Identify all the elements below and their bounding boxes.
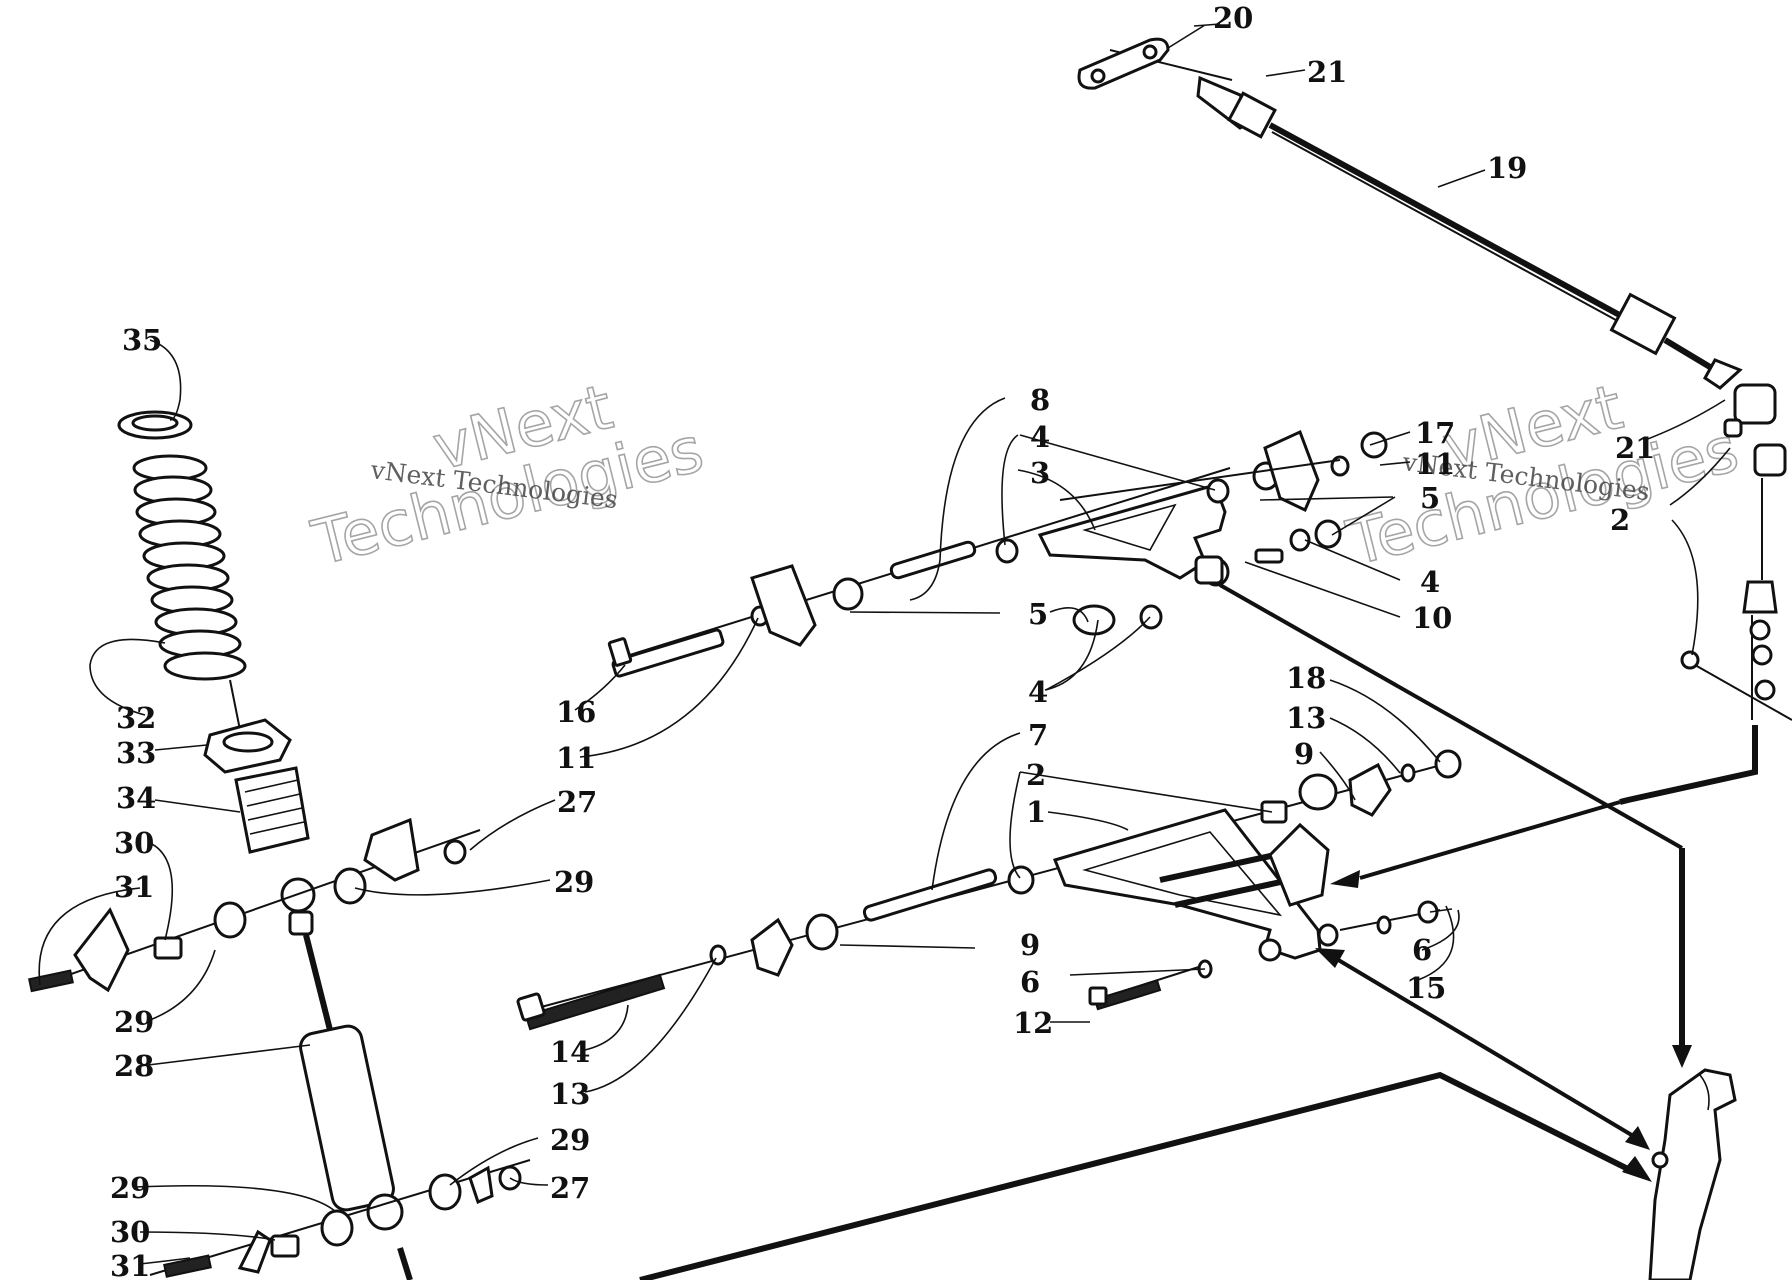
reference-arrows [397,583,1758,1280]
callout-21-top: 21 [1307,55,1347,89]
callout-4-mid: 4 [1420,565,1440,599]
watermark-left: vNext Technologies vNext Technologies [304,369,711,580]
coil-spring [132,454,247,681]
callout-10: 10 [1412,601,1452,635]
callout-9-lower: 9 [1020,928,1040,962]
callout-29-left: 29 [114,1005,154,1039]
callout-6-lower: 6 [1020,965,1040,999]
callout-19: 19 [1487,151,1527,185]
callout-29-bottom-right: 29 [550,1123,590,1157]
callout-30-top: 30 [114,826,154,860]
callout-32: 32 [116,701,156,735]
callout-34: 34 [116,781,156,815]
callout-labels: 20 21 19 21 2 35 8 4 3 17 11 5 4 10 5 4 … [110,1,1655,1280]
callout-3: 3 [1030,456,1050,490]
callout-8: 8 [1030,383,1050,417]
callout-13-lower: 13 [550,1077,590,1111]
callout-20: 20 [1213,1,1253,35]
callout-14: 14 [550,1035,590,1069]
leader-lines [38,339,1460,1265]
callout-21-right: 21 [1615,431,1655,465]
callout-16: 16 [556,695,596,729]
callout-28: 28 [114,1049,154,1083]
callout-9-top: 9 [1294,737,1314,771]
callout-12: 12 [1013,1006,1053,1040]
callout-31-bottom: 31 [110,1249,150,1280]
callout-4-lower: 4 [1028,675,1048,709]
callout-4-top: 4 [1030,420,1050,454]
callout-11-top: 11 [1415,447,1455,481]
callout-2-right: 2 [1610,503,1630,537]
callout-2-lower: 2 [1026,758,1046,792]
callout-15: 15 [1406,971,1446,1005]
callout-6-right: 6 [1412,933,1432,967]
callout-5-top: 5 [1420,481,1440,515]
callout-29-right: 29 [554,865,594,899]
callout-30-bottom: 30 [110,1215,150,1249]
callout-35: 35 [122,323,162,357]
callout-31-top: 31 [114,870,154,904]
callout-27-bottom: 27 [550,1171,590,1205]
callout-13-top: 13 [1286,701,1326,735]
shock-spring-assembly [117,410,404,1231]
lower-a-arm-assembly [516,749,1462,1031]
callout-5-mid: 5 [1028,597,1048,631]
upper-shock-mount-hardware [28,817,481,993]
lower-shock-mount-hardware [149,1159,531,1278]
tie-rod-assembly [1077,23,1792,721]
callout-18: 18 [1286,661,1326,695]
callout-33: 33 [116,736,156,770]
callout-7: 7 [1028,718,1048,752]
callout-27-top: 27 [557,785,597,819]
callout-11-lower: 11 [556,741,596,775]
callout-1: 1 [1026,795,1046,829]
upper-a-arm-assembly [607,429,1388,678]
watermark-right: vNext Technologies vNext Technologies [1339,369,1746,580]
callout-29-bottom-left: 29 [110,1171,150,1205]
spindle [1648,1068,1737,1280]
callout-17: 17 [1415,416,1455,450]
